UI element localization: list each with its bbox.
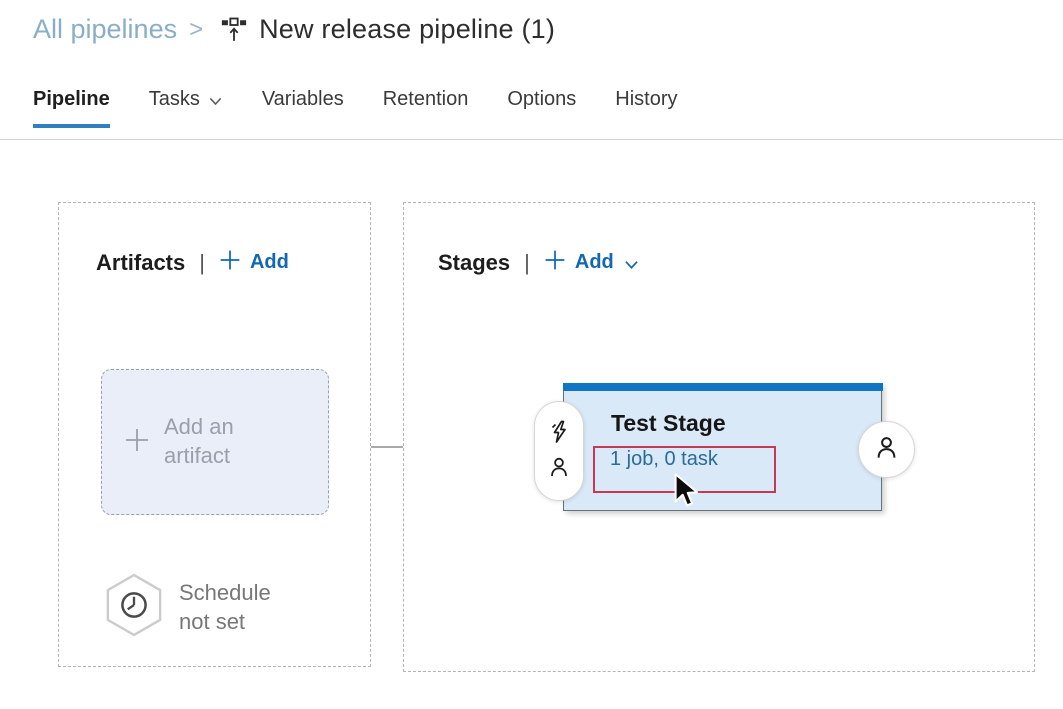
- breadcrumb-all-pipelines-link[interactable]: All pipelines: [33, 14, 178, 44]
- schedule-trigger-button[interactable]: Schedule not set: [105, 573, 287, 642]
- stages-title: Stages: [438, 249, 511, 275]
- breadcrumb: All pipelines > New release pipeline (1): [33, 14, 555, 45]
- tab-pipeline-label: Pipeline: [33, 88, 110, 110]
- stage-name: Test Stage: [611, 410, 726, 436]
- stages-panel-header: Stages | Add: [438, 249, 640, 276]
- chevron-down-icon: [208, 95, 223, 107]
- post-deployment-conditions-button[interactable]: [858, 421, 915, 478]
- person-icon: [547, 455, 571, 484]
- tab-retention-label: Retention: [382, 88, 469, 110]
- tab-tasks-label: Tasks: [148, 88, 200, 110]
- pre-deployment-conditions-button[interactable]: [534, 401, 584, 501]
- artifacts-title: Artifacts: [96, 249, 186, 275]
- tab-retention[interactable]: Retention: [383, 88, 469, 128]
- tab-tasks[interactable]: Tasks: [149, 88, 223, 128]
- tab-bar: Pipeline Tasks Variables Retention Optio…: [33, 88, 678, 128]
- breadcrumb-separator: >: [189, 15, 204, 43]
- release-pipeline-icon: [221, 17, 247, 43]
- pipeline-canvas: Artifacts | Add Add an artifact: [0, 140, 1063, 709]
- chevron-down-icon: [623, 258, 640, 271]
- add-artifact-button[interactable]: Add: [219, 249, 289, 276]
- person-icon: [873, 434, 900, 466]
- tab-variables-label: Variables: [261, 88, 344, 110]
- tab-bar-divider: [0, 139, 1063, 140]
- add-stage-button-label: Add: [574, 251, 614, 273]
- artifacts-panel: Artifacts | Add Add an artifact: [58, 202, 371, 667]
- stages-header-separator: |: [524, 249, 530, 275]
- artifacts-panel-header: Artifacts | Add: [96, 249, 289, 276]
- tab-options[interactable]: Options: [507, 88, 576, 128]
- plus-icon: [544, 249, 566, 276]
- tab-variables[interactable]: Variables: [262, 88, 344, 128]
- stage-jobs-link[interactable]: 1 job, 0 task: [610, 448, 718, 470]
- tab-history[interactable]: History: [615, 88, 677, 128]
- mouse-cursor-icon: [671, 473, 703, 516]
- add-artifact-placeholder-label: Add an artifact: [164, 414, 234, 468]
- plus-icon: [124, 427, 150, 458]
- tab-options-label: Options: [507, 88, 577, 110]
- lightning-icon: [547, 419, 571, 450]
- artifacts-header-separator: |: [199, 249, 205, 275]
- add-artifact-placeholder-card[interactable]: Add an artifact: [101, 369, 329, 515]
- schedule-clock-icon: [105, 573, 163, 642]
- add-stage-button[interactable]: Add: [544, 249, 640, 276]
- schedule-status-label: Schedule not set: [179, 579, 271, 634]
- add-artifact-button-label: Add: [249, 251, 289, 273]
- page-title: New release pipeline (1): [259, 14, 556, 44]
- plus-icon: [219, 249, 241, 276]
- tab-history-label: History: [615, 88, 678, 110]
- tab-pipeline[interactable]: Pipeline: [33, 88, 110, 128]
